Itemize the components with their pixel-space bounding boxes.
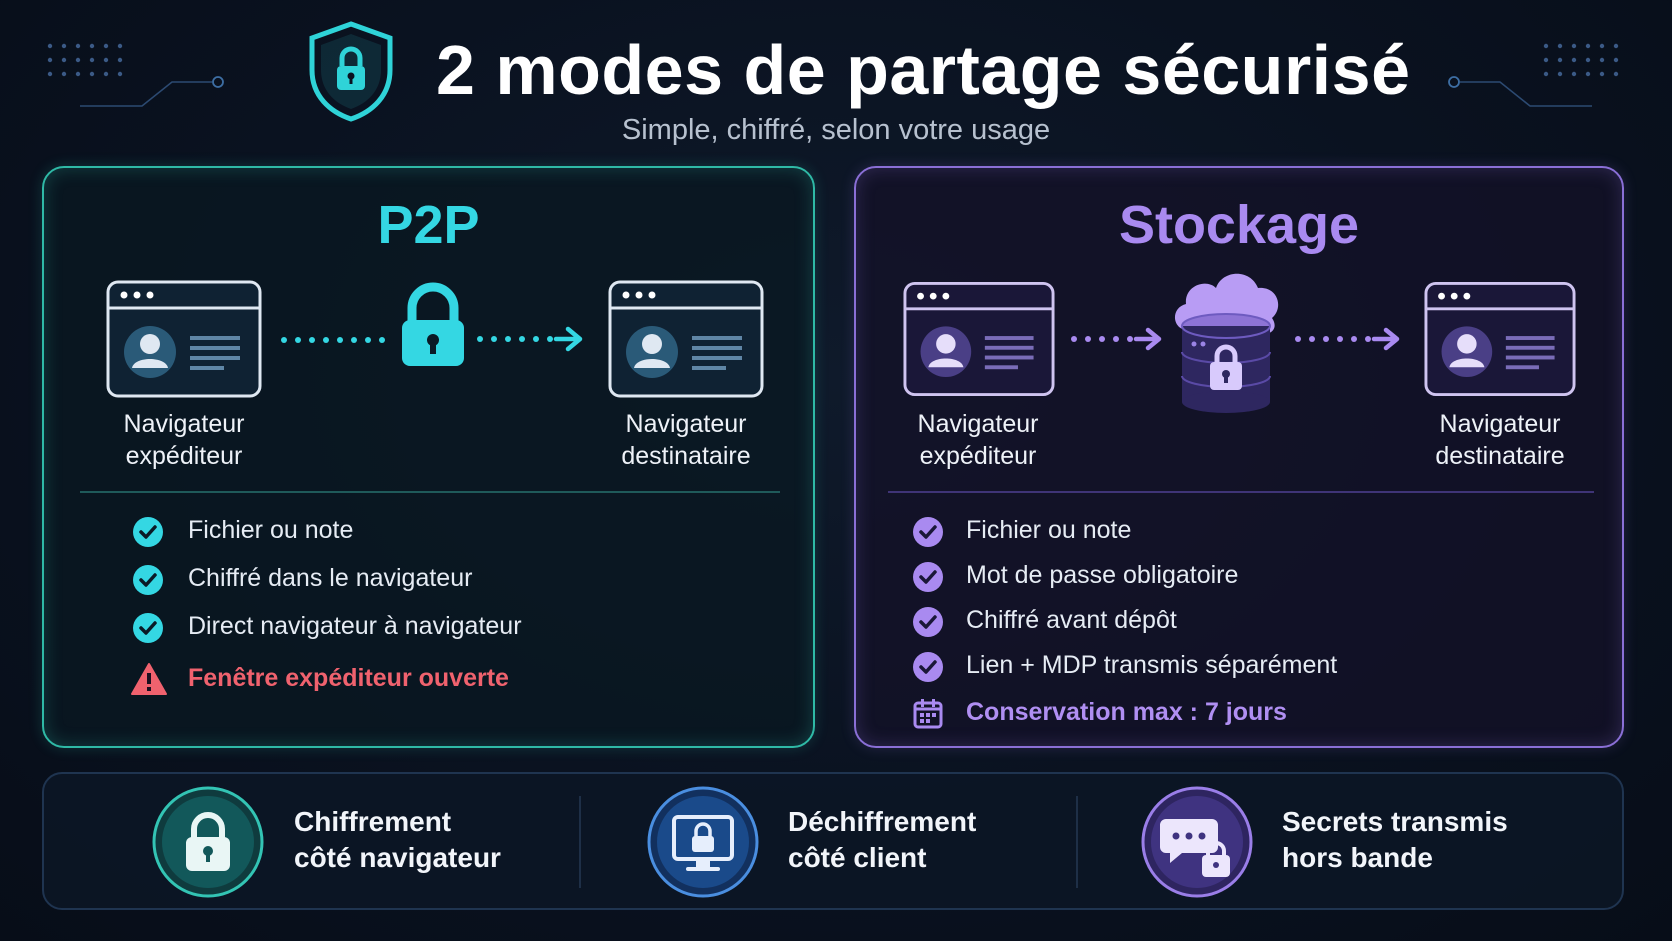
check-icon bbox=[913, 517, 943, 547]
p2p-feature: Chiffré dans le navigateur bbox=[188, 564, 473, 592]
storage-feature: Lien + MDP transmis séparément bbox=[966, 651, 1338, 679]
storage-title: Stockage bbox=[1118, 195, 1360, 255]
monitor-lock-icon bbox=[647, 786, 759, 898]
p2p-feature: Direct navigateur à navigateur bbox=[188, 612, 522, 640]
separator bbox=[579, 796, 581, 888]
feature-browser-encryption: Chiffrement côté navigateur bbox=[294, 806, 501, 873]
storage-sender-label: Navigateur expéditeur bbox=[917, 410, 1039, 470]
page-title: 2 modes de partage sécurisé bbox=[436, 31, 1411, 109]
feature-out-of-band-secrets: Secrets transmis hors bande bbox=[1282, 806, 1508, 873]
arrow-right-icon bbox=[1295, 327, 1400, 351]
storage-receiver-label: Navigateur destinataire bbox=[1435, 410, 1565, 470]
arrow-right-icon bbox=[1071, 327, 1162, 351]
check-icon bbox=[913, 652, 943, 682]
retention-info: Conservation max : 7 jours bbox=[966, 698, 1287, 726]
arrow-right-icon bbox=[477, 326, 583, 352]
decor-right bbox=[1448, 43, 1619, 107]
shield-lock-icon bbox=[309, 21, 393, 122]
receiver-browser-icon bbox=[608, 280, 764, 398]
storage-feature: Fichier ou note bbox=[966, 516, 1132, 544]
sender-browser-icon bbox=[106, 280, 262, 398]
p2p-panel: P2P Navigateur expéditeur Navigateur des… bbox=[42, 166, 815, 748]
receiver-browser-icon bbox=[1424, 282, 1576, 396]
calendar-icon bbox=[913, 699, 943, 729]
storage-divider bbox=[888, 491, 1594, 493]
storage-panel: Stockage Navigateur expédite bbox=[854, 166, 1624, 748]
p2p-receiver-label: Navigateur destinataire bbox=[621, 410, 751, 470]
chat-lock-icon bbox=[1141, 786, 1253, 898]
p2p-divider bbox=[80, 491, 780, 493]
check-icon bbox=[133, 517, 163, 547]
p2p-feature: Fichier ou note bbox=[188, 516, 354, 544]
separator bbox=[1076, 796, 1078, 888]
cloud-storage-icon bbox=[1174, 273, 1279, 413]
check-icon bbox=[133, 565, 163, 595]
p2p-sender-label: Navigateur expéditeur bbox=[123, 410, 245, 470]
p2p-warning: Fenêtre expéditeur ouverte bbox=[188, 664, 509, 692]
lock-icon bbox=[402, 282, 464, 366]
p2p-title: P2P bbox=[377, 195, 480, 255]
check-icon bbox=[913, 607, 943, 637]
storage-feature: Chiffré avant dépôt bbox=[966, 606, 1177, 634]
warning-icon bbox=[131, 663, 167, 695]
lock-icon bbox=[152, 786, 264, 898]
security-features-bar: Chiffrement côté navigateur Déchiffremen… bbox=[42, 772, 1624, 910]
storage-feature: Mot de passe obligatoire bbox=[966, 561, 1239, 589]
sender-browser-icon bbox=[903, 282, 1055, 396]
check-icon bbox=[913, 562, 943, 592]
page-subtitle: Simple, chiffré, selon votre usage bbox=[621, 114, 1051, 146]
feature-client-decryption: Déchiffrement côté client bbox=[788, 806, 977, 873]
check-icon bbox=[133, 613, 163, 643]
dotted-connector bbox=[281, 337, 385, 343]
decor-left bbox=[47, 43, 224, 107]
